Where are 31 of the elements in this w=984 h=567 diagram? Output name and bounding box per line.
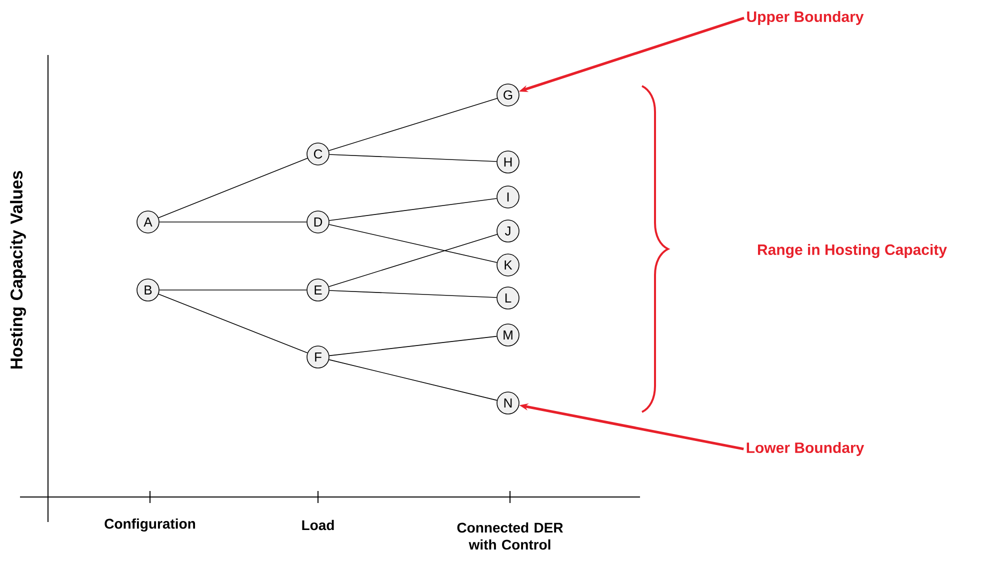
axis-label: Connected DER with Control: [457, 522, 563, 550]
connector-line: [328, 98, 498, 152]
connector-line: [328, 224, 498, 263]
axis-label: Load: [302, 520, 334, 530]
annotation-text: Upper Boundary: [747, 11, 864, 25]
circle-node: F: [306, 346, 330, 368]
circle-node: D: [306, 210, 330, 234]
connector-line: [328, 198, 498, 221]
circle-node: E: [306, 278, 330, 302]
circle-node: L: [496, 286, 520, 310]
circle-node: K: [496, 254, 520, 276]
axis-title: Hosting Capacity Values: [10, 171, 26, 369]
connector-line: [158, 294, 308, 354]
connector-line: [158, 158, 308, 218]
connector-line: [328, 234, 498, 288]
circle-node: M: [496, 324, 520, 346]
connector-line: [329, 290, 498, 298]
circle-node: B: [136, 278, 160, 302]
circle-node: J: [496, 220, 520, 242]
circle-node: I: [496, 186, 520, 208]
circle-node: G: [496, 84, 520, 106]
annotation-text: Lower Boundary: [746, 442, 864, 456]
circle-node: C: [306, 142, 330, 166]
connector-line: [328, 336, 498, 356]
connector-line: [328, 359, 498, 401]
circle-node: N: [496, 392, 520, 414]
axis-label: Configuration: [104, 518, 196, 532]
circle-node: H: [496, 150, 520, 174]
annotation-text: Range in Hosting Capacity: [758, 244, 947, 258]
connector-line: [329, 154, 498, 162]
circle-node: A: [136, 210, 160, 234]
